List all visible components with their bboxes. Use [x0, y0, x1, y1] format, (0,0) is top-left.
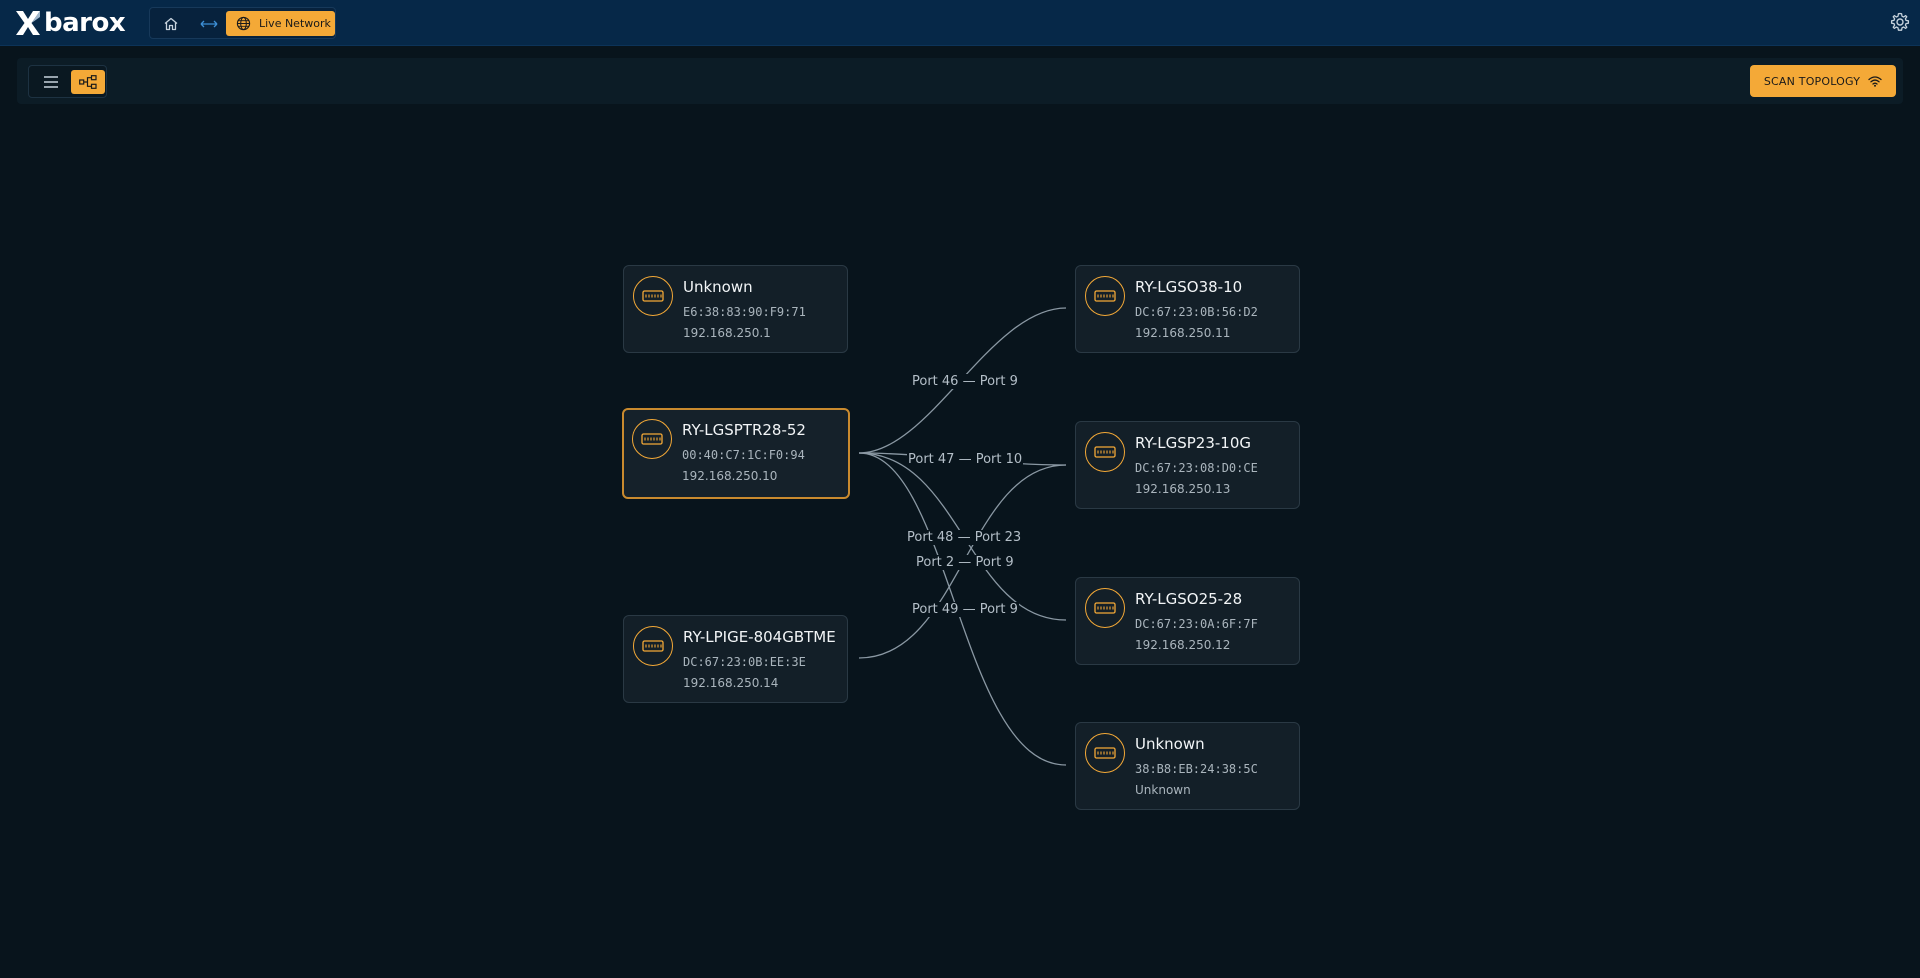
- link-label: Port 48 — Port 23: [906, 530, 1023, 545]
- connections-button[interactable]: [196, 12, 222, 36]
- device-node[interactable]: Unknown 38:B8:EB:24:38:5C Unknown: [1075, 722, 1300, 810]
- switch-icon: [1085, 276, 1125, 316]
- top-bar: barox Live Network: [0, 0, 1920, 46]
- list-view-button[interactable]: [34, 70, 68, 94]
- device-name: RY-LGSO25-28: [1135, 590, 1243, 608]
- device-name: RY-LPIGE-804GBTME: [683, 628, 836, 646]
- home-button[interactable]: [158, 12, 184, 36]
- home-icon: [164, 17, 178, 31]
- view-toolbar: SCAN TOPOLOGY: [17, 58, 1903, 104]
- scan-topology-button[interactable]: SCAN TOPOLOGY: [1750, 65, 1896, 97]
- device-name: RY-LGSO38-10: [1135, 278, 1243, 296]
- arrows-horizontal-icon: [200, 20, 218, 28]
- view-toggle: [28, 65, 107, 98]
- gear-icon[interactable]: [1890, 12, 1910, 32]
- globe-icon: [236, 16, 251, 31]
- switch-icon: [1085, 733, 1125, 773]
- barox-x-icon: [16, 11, 40, 35]
- switch-icon: [633, 276, 673, 316]
- device-node[interactable]: Unknown E6:38:83:90:F9:71 192.168.250.1: [623, 265, 848, 353]
- switch-icon: [633, 626, 673, 666]
- scan-topology-label: SCAN TOPOLOGY: [1763, 74, 1861, 88]
- switch-icon: [1085, 588, 1125, 628]
- device-node[interactable]: RY-LPIGE-804GBTME DC:67:23:0B:EE:3E 192.…: [623, 615, 848, 703]
- topology-icon: [79, 75, 97, 89]
- device-name: Unknown: [1135, 735, 1205, 753]
- device-ip: 192.168.250.14: [683, 676, 779, 690]
- device-node[interactable]: RY-LGSP23-10G DC:67:23:08:D0:CE 192.168.…: [1075, 421, 1300, 509]
- device-mac: 38:B8:EB:24:38:5C: [1135, 762, 1258, 776]
- main-nav: Live Network: [149, 7, 336, 39]
- wifi-icon: [1868, 76, 1882, 87]
- device-ip: 192.168.250.12: [1135, 638, 1231, 652]
- link-label: Port 2 — Port 9: [915, 555, 1015, 570]
- switch-icon: [632, 419, 672, 459]
- topology-view-button[interactable]: [71, 70, 105, 94]
- device-ip: 192.168.250.10: [682, 469, 778, 483]
- device-ip: 192.168.250.1: [683, 326, 771, 340]
- device-name: Unknown: [683, 278, 753, 296]
- device-mac: DC:67:23:0A:6F:7F: [1135, 617, 1258, 631]
- live-network-tab[interactable]: Live Network: [226, 11, 335, 36]
- device-mac: DC:67:23:0B:EE:3E: [683, 655, 806, 669]
- device-ip: 192.168.250.13: [1135, 482, 1231, 496]
- device-mac: 00:40:C7:1C:F0:94: [682, 448, 805, 462]
- device-mac: DC:67:23:08:D0:CE: [1135, 461, 1258, 475]
- logo-text: barox: [44, 8, 126, 38]
- device-node[interactable]: RY-LGSO25-28 DC:67:23:0A:6F:7F 192.168.2…: [1075, 577, 1300, 665]
- live-network-label: Live Network: [259, 17, 331, 30]
- device-mac: DC:67:23:0B:56:D2: [1135, 305, 1258, 319]
- barox-logo[interactable]: barox: [14, 8, 126, 38]
- link-label: Port 47 — Port 10: [907, 452, 1024, 467]
- device-name: RY-LGSPTR28-52: [682, 421, 806, 439]
- list-icon: [44, 76, 58, 88]
- device-node-selected[interactable]: RY-LGSPTR28-52 00:40:C7:1C:F0:94 192.168…: [622, 408, 850, 499]
- device-ip: 192.168.250.11: [1135, 326, 1231, 340]
- device-name: RY-LGSP23-10G: [1135, 434, 1252, 452]
- link-label: Port 46 — Port 9: [911, 374, 1019, 389]
- switch-icon: [1085, 432, 1125, 472]
- device-ip: Unknown: [1135, 783, 1191, 797]
- device-node[interactable]: RY-LGSO38-10 DC:67:23:0B:56:D2 192.168.2…: [1075, 265, 1300, 353]
- device-mac: E6:38:83:90:F9:71: [683, 305, 806, 319]
- link-label: Port 49 — Port 9: [911, 602, 1019, 617]
